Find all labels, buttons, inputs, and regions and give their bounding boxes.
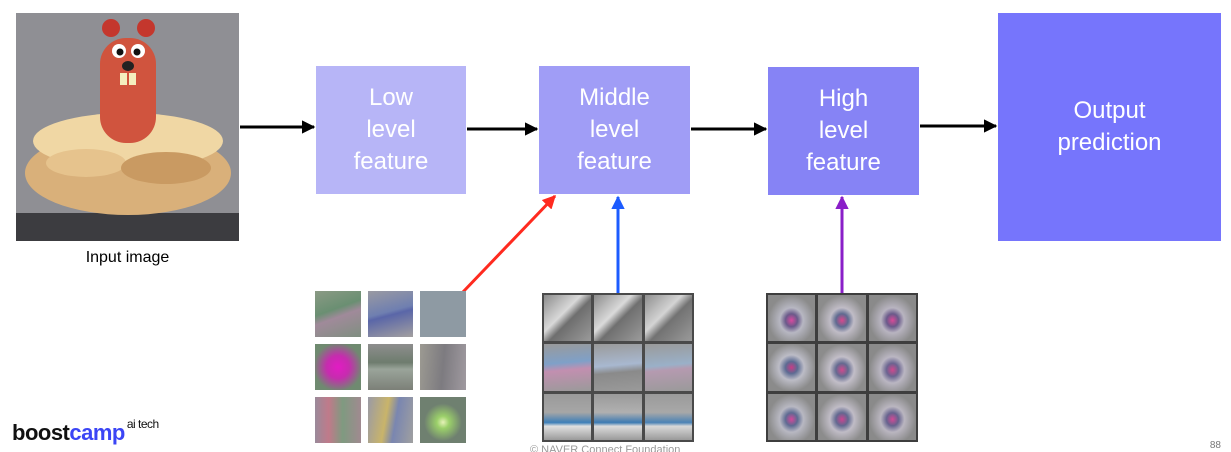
- filter-tile: [367, 344, 414, 390]
- input-image: [16, 13, 239, 241]
- input-image-caption: Input image: [85, 249, 170, 266]
- logo-boost: boost: [12, 420, 70, 445]
- copyright-text: © NAVER Connect Foundation: [530, 444, 681, 452]
- feature-tile: [868, 393, 916, 440]
- high-level-feature-box: High level feature: [768, 67, 919, 195]
- middle-level-feature-box: Middle level feature: [539, 66, 690, 194]
- feature-tile: [644, 344, 692, 391]
- output-prediction-box: Output prediction: [998, 13, 1221, 241]
- filter-tile: [367, 397, 414, 443]
- feature-tile: [768, 295, 816, 342]
- feature-tile: [768, 393, 816, 440]
- feature-tile: [544, 393, 592, 440]
- hotdog-beaver-photo: [16, 13, 239, 241]
- feature-tile: [818, 295, 866, 342]
- feature-tile: [594, 344, 642, 391]
- filter-tile: [315, 291, 361, 337]
- logo-camp: camp: [69, 420, 125, 445]
- feature-tile: [768, 344, 816, 391]
- page-number: 88: [1209, 440, 1221, 451]
- feature-tile: [868, 295, 916, 342]
- filter-tile: [420, 344, 466, 390]
- filter-tile: [420, 291, 466, 337]
- feature-tile: [594, 393, 642, 440]
- filter-tile: [420, 397, 466, 443]
- filter-tile: [315, 397, 361, 443]
- low-level-filters: [315, 291, 466, 443]
- arrow-low-filters-to-middle: [460, 194, 557, 295]
- feature-tile: [644, 393, 692, 440]
- feature-tile: [818, 393, 866, 440]
- feature-tile: [644, 295, 692, 342]
- feature-tile: [594, 295, 642, 342]
- filter-tile: [367, 291, 414, 337]
- feature-tile: [868, 344, 916, 391]
- feature-tile: [544, 344, 592, 391]
- logo-ai-tech: ai tech: [126, 416, 159, 431]
- middle-level-filters: [542, 293, 694, 442]
- filter-tile: [315, 344, 361, 390]
- low-level-feature-box: Low level feature: [316, 66, 466, 194]
- feature-tile: [544, 295, 592, 342]
- feature-tile: [818, 344, 866, 391]
- high-level-filters: [766, 293, 918, 442]
